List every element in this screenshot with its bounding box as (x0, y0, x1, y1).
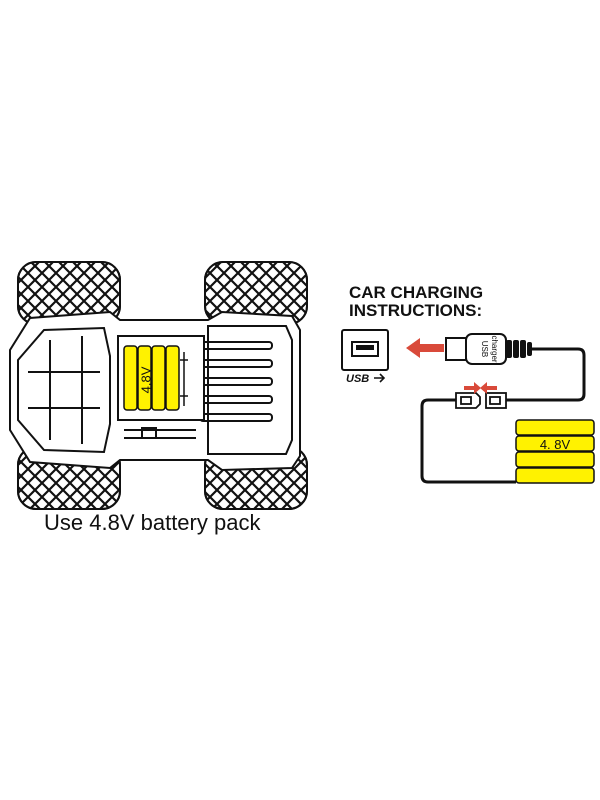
car-battery-cell (165, 345, 180, 411)
car-battery-label: 4.8V (138, 366, 153, 393)
usb-port (341, 329, 389, 371)
charging-heading-line2: INSTRUCTIONS: (349, 301, 483, 320)
pack-battery-cell (515, 451, 595, 468)
charging-heading: CAR CHARGING INSTRUCTIONS: (349, 284, 483, 320)
charging-cable (420, 347, 586, 484)
cable-strain-relief (506, 340, 532, 358)
insert-arrow-icon (406, 338, 444, 358)
car-battery-cell (137, 345, 152, 411)
plug-text-usb: USB (480, 341, 489, 357)
car-battery-cell (123, 345, 138, 411)
car-battery-pack: 4.8V (123, 345, 188, 411)
pack-battery-cell (515, 435, 595, 452)
join-arrow-right-icon (464, 382, 481, 394)
charging-heading-line1: CAR CHARGING (349, 283, 484, 302)
pack-battery-cell (515, 467, 595, 484)
connector-male (455, 392, 481, 409)
car-hood (17, 326, 111, 454)
pack-battery-cell (515, 419, 595, 436)
join-arrow-left-icon (480, 382, 497, 394)
car-rear (207, 325, 293, 455)
car-battery-cell (151, 345, 166, 411)
plug-text-charger: charger (490, 335, 499, 362)
usb-logo: USB (346, 373, 369, 385)
charging-battery-pack: 4. 8V (515, 419, 595, 484)
connector-female (485, 392, 507, 409)
battery-caption: Use 4.8V battery pack (44, 510, 261, 535)
usb-trident-icon (374, 373, 386, 383)
pack-battery-label: 4. 8V (540, 437, 571, 452)
usb-charger-plug (445, 333, 507, 365)
